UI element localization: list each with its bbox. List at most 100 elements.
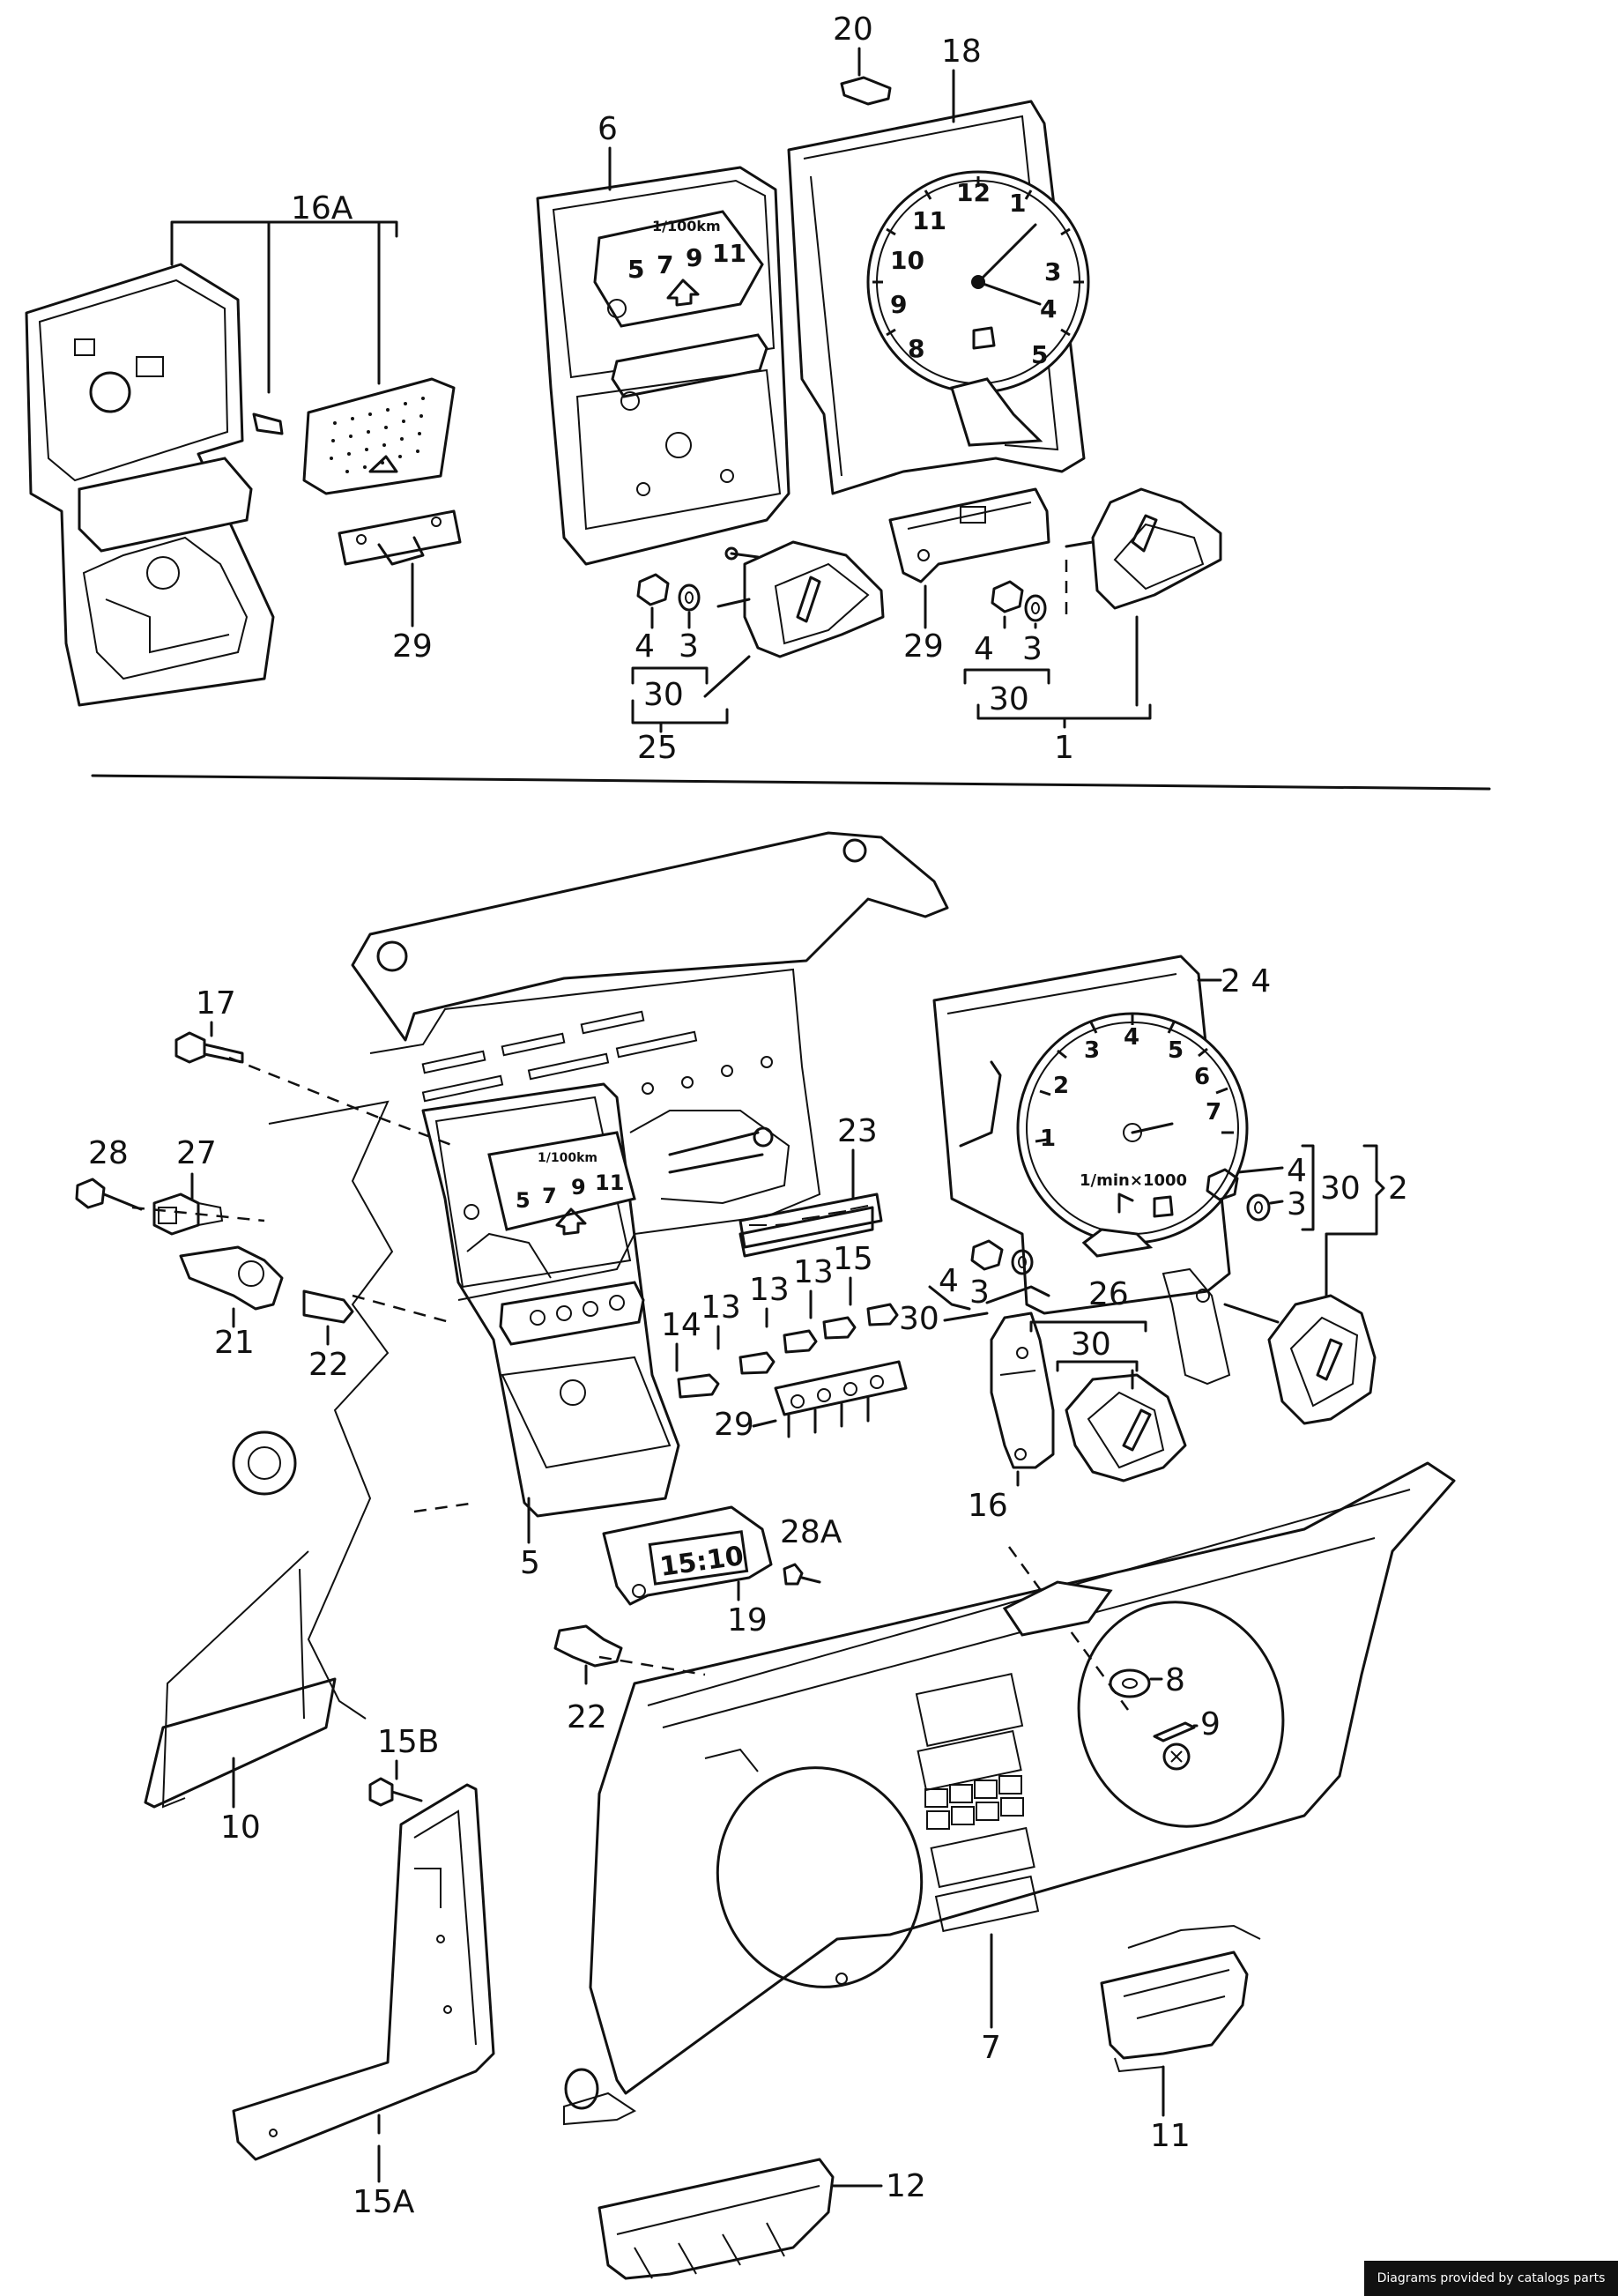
consumption-tick-11-bottom: 11 <box>595 1170 624 1195</box>
tacho-number-4: 4 <box>1124 1024 1139 1051</box>
screw-28 <box>75 1178 143 1211</box>
label-30-top-right: 30 <box>989 681 1029 717</box>
instrument-panel-7 <box>563 1461 1456 2126</box>
label-17: 17 <box>196 985 236 1022</box>
label-26: 26 <box>1088 1276 1129 1312</box>
label-14: 14 <box>661 1307 701 1343</box>
tacho-unit-text: 1/min×1000 <box>1080 1171 1187 1190</box>
label-5: 5 <box>520 1545 540 1581</box>
label-21: 21 <box>214 1325 255 1361</box>
connector-27 <box>152 1193 224 1236</box>
label-15b: 15B <box>377 1724 440 1760</box>
bulb-holder-strip-29-top <box>338 509 462 566</box>
washer-8 <box>1109 1668 1151 1698</box>
label-16-bottom: 16 <box>968 1488 1008 1524</box>
label-28: 28 <box>88 1135 129 1171</box>
screw-15b <box>368 1777 423 1807</box>
support-bracket-15a <box>232 1783 495 2161</box>
bulb-22-right <box>553 1624 623 1668</box>
label-4-top-left: 4 <box>635 628 655 665</box>
clock-number-9: 9 <box>890 290 907 319</box>
screw-17 <box>174 1031 244 1064</box>
label-29-top: 29 <box>392 628 433 665</box>
washer-3-bottom-middle <box>1011 1249 1034 1275</box>
label-3-bottom-middle: 3 <box>969 1274 990 1311</box>
clock-tick-marks <box>872 176 1084 337</box>
backing-plate <box>161 831 949 1809</box>
bulb-socket-21 <box>179 1245 284 1311</box>
label-19: 19 <box>727 1602 768 1638</box>
bulb-16a <box>252 412 284 435</box>
bulb-holder-bracket-29 <box>888 487 1050 583</box>
screw-28a <box>783 1563 821 1586</box>
label-8: 8 <box>1165 1662 1185 1698</box>
label-13-first: 13 <box>701 1289 741 1326</box>
tacho-number-6: 6 <box>1194 1064 1210 1090</box>
nut-4-bottom-middle <box>970 1239 1004 1271</box>
section-divider <box>91 774 1491 791</box>
washer-3-top-right <box>1024 594 1047 622</box>
label-10: 10 <box>220 1809 261 1846</box>
consumption-tick-9-bottom: 9 <box>571 1175 586 1200</box>
nut-4-top-right <box>991 580 1024 613</box>
consumption-gauge-housing-6: 1/100km 5 7 9 11 <box>536 166 790 566</box>
label-30-bottom-right: 30 <box>1320 1170 1361 1207</box>
label-4-bottom-middle: 4 <box>939 1263 959 1299</box>
bulb-22-left <box>302 1289 354 1324</box>
clip-11 <box>1100 1950 1249 2073</box>
label-20: 20 <box>833 11 873 48</box>
bulb-holder-strip-29-bottom <box>774 1360 908 1438</box>
clip-12 <box>597 2158 835 2280</box>
gauge-bracket-16 <box>990 1311 1055 1469</box>
tacho-number-7: 7 <box>1206 1099 1221 1126</box>
label-22-right: 22 <box>567 1699 607 1735</box>
tacho-number-1: 1 <box>1040 1126 1056 1152</box>
label-11: 11 <box>1150 2118 1191 2154</box>
gauge-2 <box>1223 1294 1377 1425</box>
warning-lamp-strip-23 <box>738 1193 883 1249</box>
washer-3-top-left <box>678 583 701 612</box>
tacho-number-2: 2 <box>1053 1073 1069 1099</box>
label-27: 27 <box>176 1135 217 1171</box>
diagram-credit: Diagrams provided by catalogs parts <box>1364 2261 1618 2296</box>
clock-number-11: 11 <box>912 206 946 235</box>
clock-number-8: 8 <box>908 334 924 363</box>
bracket-16a <box>170 220 398 238</box>
label-13-second: 13 <box>749 1272 790 1308</box>
gauge-1 <box>1065 487 1222 617</box>
clock-number-4: 4 <box>1040 294 1057 323</box>
consumption-tick-11-top: 11 <box>712 239 746 268</box>
clock-number-5: 5 <box>1031 340 1048 369</box>
clip-20 <box>840 76 892 106</box>
label-13-third: 13 <box>793 1254 834 1290</box>
label-6: 6 <box>597 111 618 147</box>
label-9: 9 <box>1200 1706 1221 1742</box>
label-18: 18 <box>941 33 982 70</box>
tacho-tick-marks <box>1035 1014 1234 1143</box>
consumption-gauge-board-5: 1/100km 5 7 9 11 <box>421 1082 680 1518</box>
label-29-top-right: 29 <box>903 628 944 665</box>
label-1: 1 <box>1054 730 1074 766</box>
label-22-left: 22 <box>308 1347 349 1383</box>
tacho-number-3: 3 <box>1084 1037 1100 1064</box>
label-3-bottom-right: 3 <box>1287 1186 1307 1222</box>
label-30-bottom-middle: 30 <box>899 1301 939 1337</box>
screw-9 <box>1153 1721 1196 1771</box>
tachometer-housing-24: 1 2 3 4 5 6 7 1/min×1000 <box>932 955 1249 1315</box>
bracket-gauge-2 <box>1162 1267 1231 1386</box>
nut-4-bottom-right <box>1206 1168 1239 1201</box>
bottom-section: 10 17 28 27 <box>75 831 1456 2280</box>
cover-flap-10 <box>144 1677 337 1809</box>
clock-number-3: 3 <box>1044 257 1061 286</box>
label-28a: 28A <box>780 1514 842 1550</box>
consumption-tick-7-bottom: 7 <box>542 1184 557 1208</box>
label-4-top-right: 4 <box>974 631 994 667</box>
label-15a: 15A <box>353 2184 415 2220</box>
bulbs-13-15 <box>677 1303 899 1399</box>
consumption-tick-9-top: 9 <box>686 243 702 272</box>
consumption-tick-5-bottom: 5 <box>516 1188 531 1213</box>
gauge-26 <box>1065 1373 1187 1482</box>
nut-4-top-left <box>636 573 670 606</box>
panel-indicator-grid <box>924 1775 1024 1830</box>
